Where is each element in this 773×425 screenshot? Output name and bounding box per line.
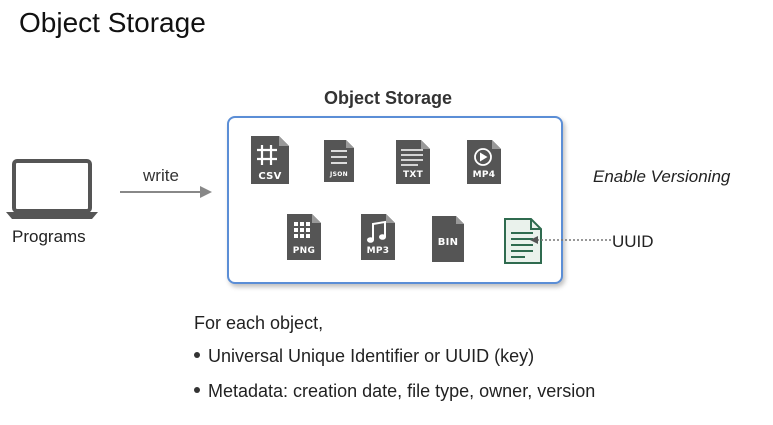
page-title: Object Storage [19,7,206,38]
body-text: For each object, Universal Unique Identi… [194,313,595,401]
storage-heading: Object Storage [324,88,453,108]
bin-badge: BIN [437,237,459,248]
csv-file-icon: CSV [249,134,291,186]
mp3-file-icon: MP3 [359,212,397,262]
programs-label: Programs [12,227,86,246]
bin-file-icon: BIN [430,214,466,264]
write-label: write [143,166,179,185]
laptop-icon [6,159,98,219]
document-icon [503,217,543,265]
bullet-icon [194,352,200,359]
body-intro: For each object, [194,313,324,333]
uuid-connector [530,236,611,244]
bullet-text: Universal Unique Identifier or UUID (key… [208,346,535,366]
mp4-badge: MP4 [472,170,496,180]
csv-badge: CSV [258,171,282,182]
bullet-item: Universal Unique Identifier or UUID (key… [194,346,534,367]
png-file-icon: PNG [285,212,323,262]
json-file-icon: JSON [322,138,356,184]
bullet-item: Metadata: creation date, file type, owne… [194,381,595,402]
bullet-text: Metadata: creation date, file type, owne… [208,381,596,401]
versioning-label: Enable Versioning [593,167,731,186]
json-badge: JSON [330,171,348,178]
bullet-icon [194,387,200,394]
txt-badge: TXT [402,170,424,180]
write-arrow [120,186,212,198]
mp4-file-icon: MP4 [465,138,503,186]
txt-file-icon: TXT [394,138,432,186]
png-badge: PNG [292,246,316,256]
uuid-label: UUID [612,232,654,251]
mp3-badge: MP3 [366,246,390,256]
